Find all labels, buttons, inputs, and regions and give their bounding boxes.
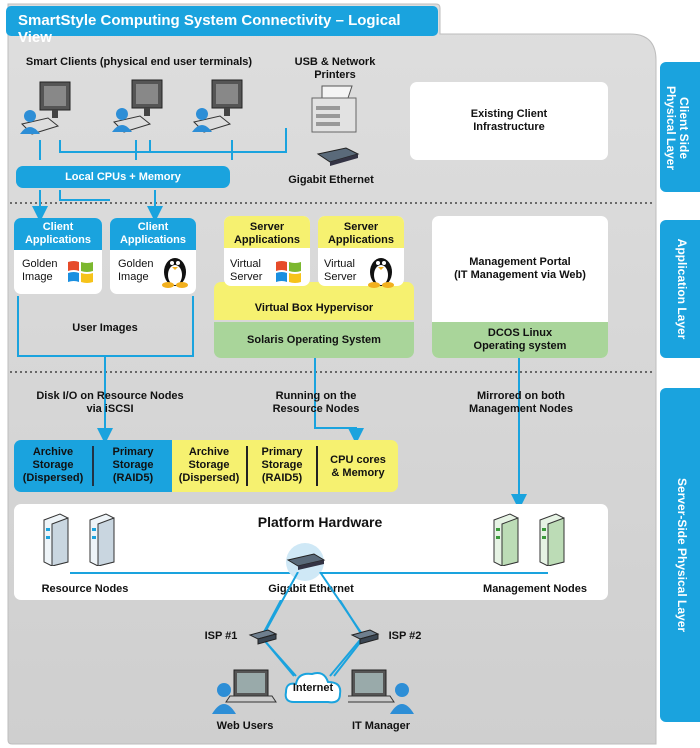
mgmt-portal-label: Management Portal (IT Management via Web… [454,256,586,281]
client-apps-header-2 [110,218,196,250]
local-cpus-label: Local CPUs + Memory [65,171,181,183]
solaris-box [214,322,414,358]
storage-divider [92,446,94,486]
storage-bar-blue [14,440,174,492]
golden-image-label-1: Golden Image [22,258,58,283]
mirrored-label: Mirrored on both Management Nodes [469,390,573,415]
solaris-label: Solaris Operating System [247,334,381,346]
server-icon [43,513,69,566]
gigabit-ethernet-client-label: Gigabit Ethernet [288,174,374,186]
computer-icon [112,79,163,133]
storage-bar-yellow [172,440,398,492]
side-tab-application [660,220,700,358]
platform-hardware-title: Platform Hardware [257,514,383,530]
golden-image-label-2: Golden Image [118,258,154,283]
smart-clients-label: Smart Clients (physical end user termina… [25,56,253,68]
server-apps-label-1: Server Applications [233,221,300,246]
switch-icon [286,543,326,581]
hypervisor-label: Virtual Box Hypervisor [254,302,374,314]
server-icon [493,513,519,566]
network-links [263,572,363,677]
dcos-box [432,322,608,358]
resource-nodes-label: Resource Nodes [41,583,129,595]
cloud-icon [284,672,342,704]
storage-divider [316,446,318,486]
running-on-label: Running on the Resource Nodes [272,390,360,415]
existing-infra-label: Existing Client Infrastructure [470,108,548,133]
computer-icon [20,81,71,135]
local-cpus-box [16,166,230,188]
server-apps-label-2: Server Applications [327,221,394,246]
router-icon [248,629,278,645]
dcos-label: DCOS Linux Operating system [473,327,567,352]
side-tab-application-label: Application Layer [675,238,689,340]
archive-storage-label-2: Archive Storage (Dispersed) [178,446,240,484]
windows-logo-icon [276,261,301,283]
disk-io-label: Disk I/O on Resource Nodes via iSCSI [36,390,184,415]
server-apps-header-1 [224,216,310,248]
windows-logo-icon [68,261,93,283]
primary-storage-label-2: Primary Storage (RAID5) [261,446,303,484]
storage-divider [246,446,248,486]
virtual-server-label-1: Virtual Server [230,258,263,283]
archive-storage-label-1: Archive Storage (Dispersed) [22,446,84,484]
cpu-cores-label: CPU cores & Memory [330,454,386,479]
linux-penguin-icon [162,258,188,288]
side-tab-client-physical [660,62,700,192]
page-title: SmartStyle Computing System Connectivity… [18,12,401,46]
hypervisor-box [214,282,414,320]
side-tab-server-physical-label: Server-Side Physical Layer [675,477,689,633]
side-tab-client-physical-label: Client Side Physical Layer [664,85,691,171]
it-manager-label: IT Manager [351,720,411,732]
computer-icon [192,79,243,133]
user-laptop-icon [212,669,277,714]
router-icon [350,629,380,645]
printer-icon [311,85,357,133]
user-laptop-icon [348,669,414,714]
isp1-label: ISP #1 [204,630,238,642]
virtual-server-label-2: Virtual Server [324,258,357,283]
primary-storage-label-1: Primary Storage (RAID5) [112,446,154,484]
title-tab [6,6,438,36]
internet-label: Internet [292,682,334,694]
management-nodes-label: Management Nodes [483,583,587,595]
server-apps-header-2 [318,216,404,248]
user-images-label: User Images [72,322,138,334]
isp2-label: ISP #2 [388,630,422,642]
existing-infra-box [410,82,608,160]
printers-label: USB & Network Printers [294,56,376,81]
server-icon [89,513,115,566]
linux-penguin-icon [368,258,394,288]
client-apps-header-1 [14,218,102,250]
client-apps-label-2: Client Applications [119,221,186,246]
server-icon [539,513,565,566]
client-apps-label-1: Client Applications [24,221,91,246]
side-tab-server-physical [660,388,700,722]
web-users-label: Web Users [216,720,274,732]
switch-icon [316,147,360,166]
